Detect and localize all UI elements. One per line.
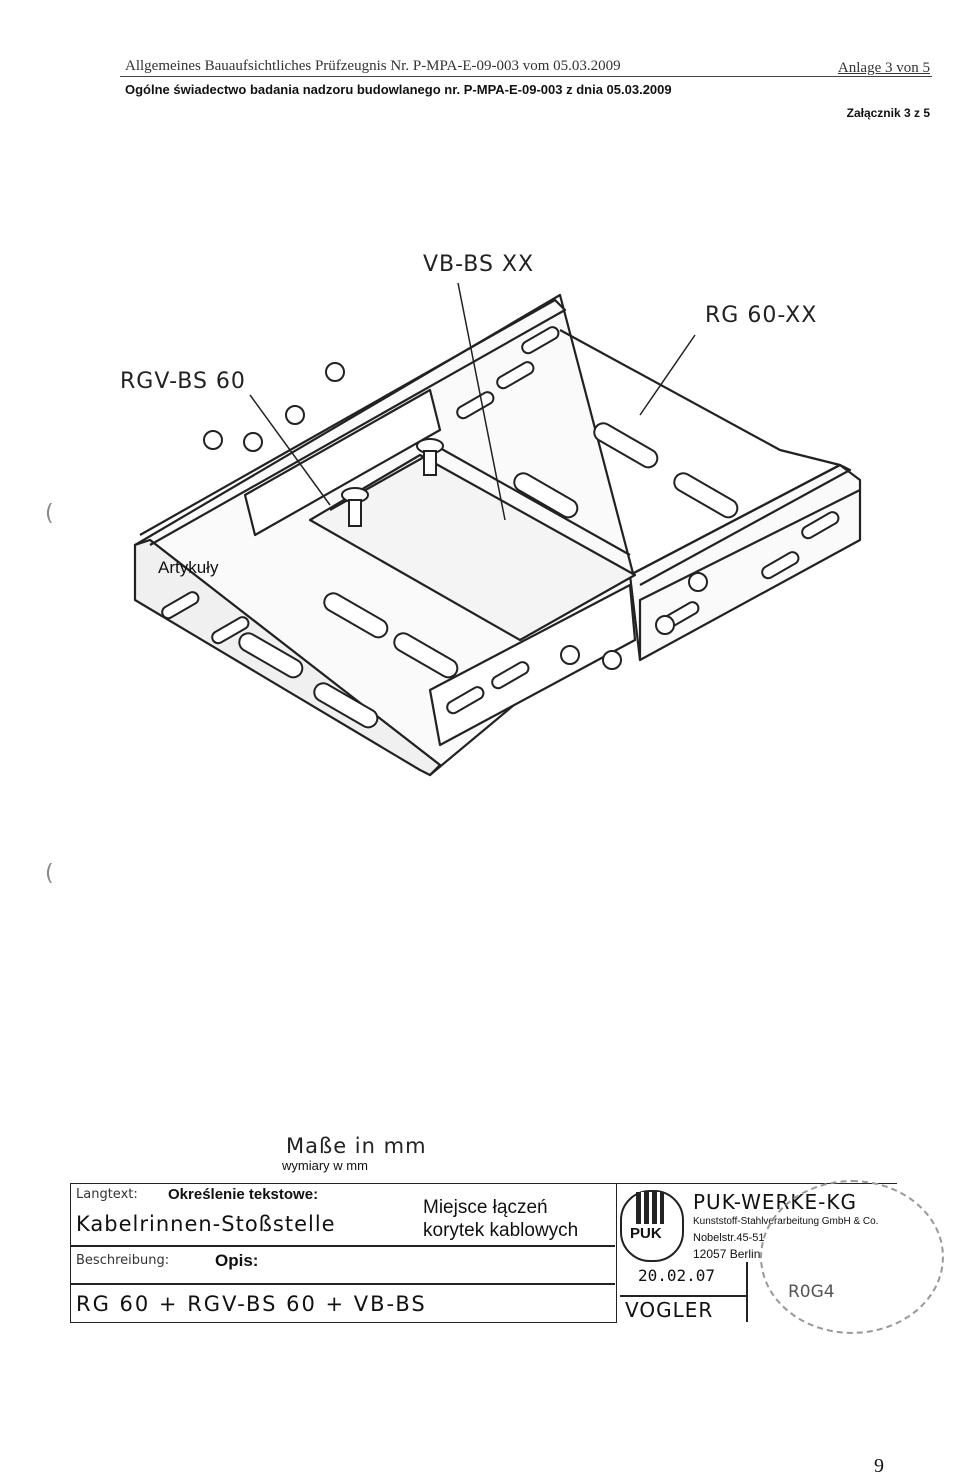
- header-polish-annex: Załącznik 3 z 5: [846, 106, 930, 120]
- beschreibung-label: Beschreibung:: [76, 1253, 170, 1268]
- callout-rgv-bs: RGV-BS 60: [120, 369, 246, 394]
- header-german-annex: Anlage 3 von 5: [837, 60, 930, 76]
- hex-nut: [203, 430, 223, 450]
- opis-label: Opis:: [215, 1251, 259, 1270]
- side-slot: [161, 591, 200, 620]
- side-slot: [521, 326, 560, 355]
- joint-plate-vb-bs: [308, 453, 637, 642]
- puk-logo-bars: [636, 1192, 664, 1224]
- leader-rg: [639, 334, 696, 416]
- side-slot: [456, 391, 495, 420]
- company-block: [615, 1183, 897, 1322]
- drawing-no-divider: [746, 1262, 748, 1322]
- side-slot: [211, 616, 250, 645]
- round-stamp: [760, 1180, 944, 1334]
- title-block: [70, 1183, 617, 1323]
- header-rule: [120, 76, 932, 77]
- right-tray-back: [559, 329, 841, 467]
- side-slot: [761, 551, 800, 580]
- title-block-divider: [70, 1283, 615, 1285]
- drawn-by: VOGLER: [625, 1298, 714, 1322]
- floor-slot: [593, 422, 659, 469]
- dimensions-note-polish: wymiary w mm: [282, 1158, 368, 1173]
- left-tray-back-rim: [139, 298, 567, 546]
- drawn-by-rule: [620, 1295, 746, 1297]
- floor-slot: [393, 632, 459, 679]
- company-address-street: Nobelstr.45-51: [693, 1232, 765, 1244]
- side-slot: [801, 511, 840, 540]
- bottom-joint-connector: [428, 583, 637, 747]
- hex-nut: [688, 572, 708, 592]
- side-connector-rgv-bs: [243, 388, 442, 537]
- margin-mark: (: [45, 861, 54, 886]
- langtext-polish-label: Określenie tekstowe:: [168, 1186, 319, 1203]
- right-tray-rim: [629, 463, 852, 586]
- header-german: Allgemeines Bauaufsichtliches Prüfzeugni…: [125, 58, 621, 74]
- description-value: RG 60 + RGV-BS 60 + VB-BS: [76, 1292, 427, 1316]
- bolt-shank: [423, 450, 437, 476]
- hex-nut: [325, 362, 345, 382]
- bolt-shank: [348, 499, 362, 527]
- floor-slot: [513, 472, 579, 519]
- company-address-city: 12057 Berlin: [693, 1247, 761, 1261]
- hex-nut: [602, 650, 622, 670]
- dimensions-note-german: Maße in mm: [286, 1134, 427, 1158]
- page-number: 9: [874, 1455, 884, 1477]
- miejsce-polaczen: Miejsce łączeń korytek kablowych: [423, 1197, 579, 1241]
- leader-vb-bs: [457, 282, 506, 521]
- drawing-date: 20.02.07: [638, 1266, 716, 1285]
- side-slot: [491, 661, 530, 690]
- hex-nut: [243, 432, 263, 452]
- title-block-divider: [70, 1245, 615, 1247]
- hex-nut: [285, 405, 305, 425]
- floor-slot: [323, 592, 389, 639]
- floor-slot: [313, 682, 379, 729]
- langtext-label: Langtext:: [76, 1187, 138, 1202]
- leader-rgv: [249, 394, 331, 506]
- hex-nut: [560, 645, 580, 665]
- header-polish: Ogólne świadectwo badania nadzoru budowl…: [125, 82, 672, 97]
- side-slot: [446, 686, 485, 715]
- overlay-label: Artykuły: [158, 558, 219, 577]
- margin-mark: (: [45, 501, 54, 526]
- langtext-value: Kabelrinnen-Stoßstelle: [76, 1212, 336, 1236]
- right-tray-floor: [638, 489, 861, 660]
- puk-logo-text: PUK: [630, 1225, 662, 1242]
- hex-nut: [655, 615, 675, 635]
- callout-rg: RG 60-XX: [705, 303, 818, 328]
- puk-logo: [620, 1190, 684, 1262]
- floor-slot: [673, 472, 739, 519]
- side-slot: [496, 361, 535, 390]
- callout-vb-bs: VB-BS XX: [423, 252, 535, 277]
- floor-slot: [238, 632, 304, 679]
